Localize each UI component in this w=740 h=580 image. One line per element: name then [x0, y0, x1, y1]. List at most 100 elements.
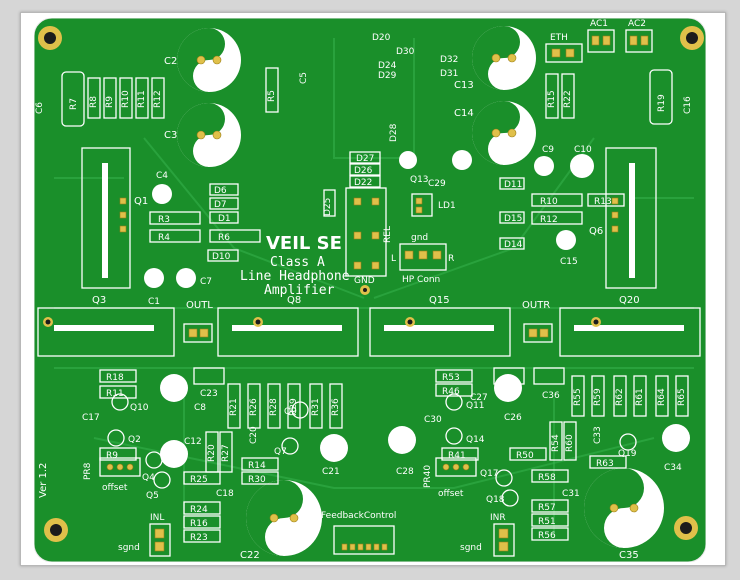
label-q15: Q15: [429, 295, 450, 306]
svg-text:R59: R59: [593, 388, 603, 406]
svg-text:R56: R56: [538, 531, 556, 541]
subtitle-line-1: Class A: [270, 255, 325, 270]
svg-text:C36: C36: [542, 391, 560, 401]
svg-text:R36: R36: [331, 398, 341, 416]
svg-text:D32: D32: [440, 55, 458, 65]
svg-text:R18: R18: [106, 373, 124, 383]
svg-text:REL: REL: [383, 226, 393, 243]
svg-text:C27: C27: [470, 393, 488, 403]
svg-text:R10: R10: [540, 197, 558, 207]
svg-text:Q7: Q7: [274, 447, 287, 457]
connector-ac2: AC2: [625, 19, 653, 53]
svg-text:Q18: Q18: [486, 495, 505, 505]
svg-text:R29: R29: [289, 398, 299, 416]
svg-text:D25: D25: [323, 198, 333, 216]
svg-text:Q17: Q17: [480, 469, 499, 479]
svg-text:Q19: Q19: [618, 449, 637, 459]
svg-text:R11: R11: [106, 389, 124, 399]
mounting-holes: [38, 26, 704, 542]
svg-text:D26: D26: [354, 166, 373, 176]
connector-feedback: FeedbackControl: [321, 511, 396, 555]
svg-text:HP Conn: HP Conn: [402, 275, 440, 285]
svg-text:AC1: AC1: [590, 19, 608, 29]
connector-outl: OUTL: [183, 300, 213, 343]
svg-text:L: L: [391, 254, 396, 264]
svg-text:C16: C16: [683, 96, 693, 114]
svg-text:INR: INR: [490, 513, 506, 523]
svg-text:R16: R16: [190, 519, 208, 529]
svg-text:R19: R19: [657, 94, 667, 112]
svg-text:INL: INL: [150, 513, 164, 523]
label-q8: Q8: [287, 295, 301, 306]
svg-text:R51: R51: [538, 517, 556, 527]
svg-text:R20: R20: [207, 444, 217, 462]
svg-text:R22: R22: [563, 90, 573, 108]
svg-text:C13: C13: [454, 80, 474, 91]
subtitle-line-2: Line Headphone: [240, 269, 350, 284]
svg-text:C17: C17: [82, 413, 100, 423]
svg-text:R27: R27: [221, 444, 231, 462]
svg-text:C35: C35: [619, 550, 639, 561]
svg-text:R58: R58: [538, 473, 556, 483]
svg-text:R6: R6: [218, 233, 230, 243]
resistor-group-bottom-right: R53 R46 R55 R59 R62 R61 R64 R65 R54 R60 …: [435, 369, 689, 541]
cap-c22: C22: [240, 480, 322, 561]
svg-text:Q13: Q13: [410, 175, 429, 185]
svg-text:C22: C22: [240, 550, 260, 561]
svg-text:D10: D10: [212, 252, 231, 262]
svg-text:C23: C23: [200, 389, 218, 399]
svg-text:Q4: Q4: [142, 473, 155, 483]
resistor-group-top-right: R15 R22 R19 R10 R12 R13: [531, 69, 673, 225]
svg-text:sgnd: sgnd: [118, 543, 140, 553]
svg-text:D1: D1: [218, 214, 231, 224]
svg-text:C1: C1: [148, 297, 160, 307]
svg-text:R7: R7: [69, 98, 79, 110]
connector-inl: INL sgnd: [118, 513, 171, 557]
svg-text:LD1: LD1: [438, 201, 456, 211]
ld1-led: LD1: [411, 193, 456, 217]
power-row: [37, 307, 701, 357]
connector-hp: gnd L R HP Conn: [391, 233, 454, 285]
svg-text:C9: C9: [542, 145, 554, 155]
svg-text:Q5: Q5: [146, 491, 159, 501]
svg-text:D31: D31: [440, 69, 458, 79]
connector-inr: INR sgnd: [460, 513, 515, 557]
cap-c3: C3: [164, 103, 241, 167]
svg-text:R54: R54: [551, 434, 561, 452]
svg-text:R60: R60: [565, 434, 575, 452]
svg-text:R26: R26: [249, 398, 259, 416]
diodes: D6 D7 D1 D10 D11 D15 D14 D20 D30 D24 D27…: [207, 33, 525, 262]
resistor-group-bottom-left: R18 R11 R9 R21 R26 R28 R29 R31 R36 R20 R…: [99, 369, 343, 543]
cap-c2: C2: [164, 28, 241, 92]
svg-text:Q2: Q2: [128, 435, 141, 445]
svg-text:C6: C6: [35, 102, 45, 114]
svg-text:R21: R21: [229, 398, 239, 416]
svg-text:C31: C31: [562, 489, 580, 499]
svg-text:R11: R11: [137, 90, 147, 108]
small-transistors: Q2 Q4 Q5 Q10 Q7 Q9 Q11 Q14 Q17 Q18 Q19 Q…: [107, 151, 637, 507]
relay-rel: REL: [345, 187, 393, 277]
svg-text:Q11: Q11: [466, 401, 485, 411]
svg-text:Q20: Q20: [619, 295, 640, 306]
svg-text:gnd: gnd: [411, 233, 428, 243]
svg-text:Q10: Q10: [130, 403, 149, 413]
svg-text:R50: R50: [516, 451, 534, 461]
svg-text:D7: D7: [214, 200, 227, 210]
svg-text:R4: R4: [158, 233, 170, 243]
svg-text:C29: C29: [428, 179, 446, 189]
transistor-q6: Q6 Q20: [589, 147, 657, 306]
svg-text:D28: D28: [389, 123, 399, 142]
svg-text:offset: offset: [102, 483, 128, 493]
svg-text:R28: R28: [269, 398, 279, 416]
svg-text:R61: R61: [635, 388, 645, 406]
svg-text:Q9: Q9: [284, 407, 297, 417]
svg-text:R53: R53: [442, 373, 460, 383]
svg-text:C15: C15: [560, 257, 578, 267]
svg-text:R9: R9: [105, 96, 115, 108]
svg-text:R3: R3: [158, 215, 170, 225]
small-capacitors: C4 C1 C7 C9 C10 C15 C29 C8 C12 C21 C28 C…: [35, 72, 693, 499]
svg-text:GND: GND: [354, 276, 375, 286]
svg-text:D24: D24: [378, 61, 397, 71]
svg-text:Q1: Q1: [134, 196, 148, 207]
svg-text:ETH: ETH: [550, 33, 568, 43]
